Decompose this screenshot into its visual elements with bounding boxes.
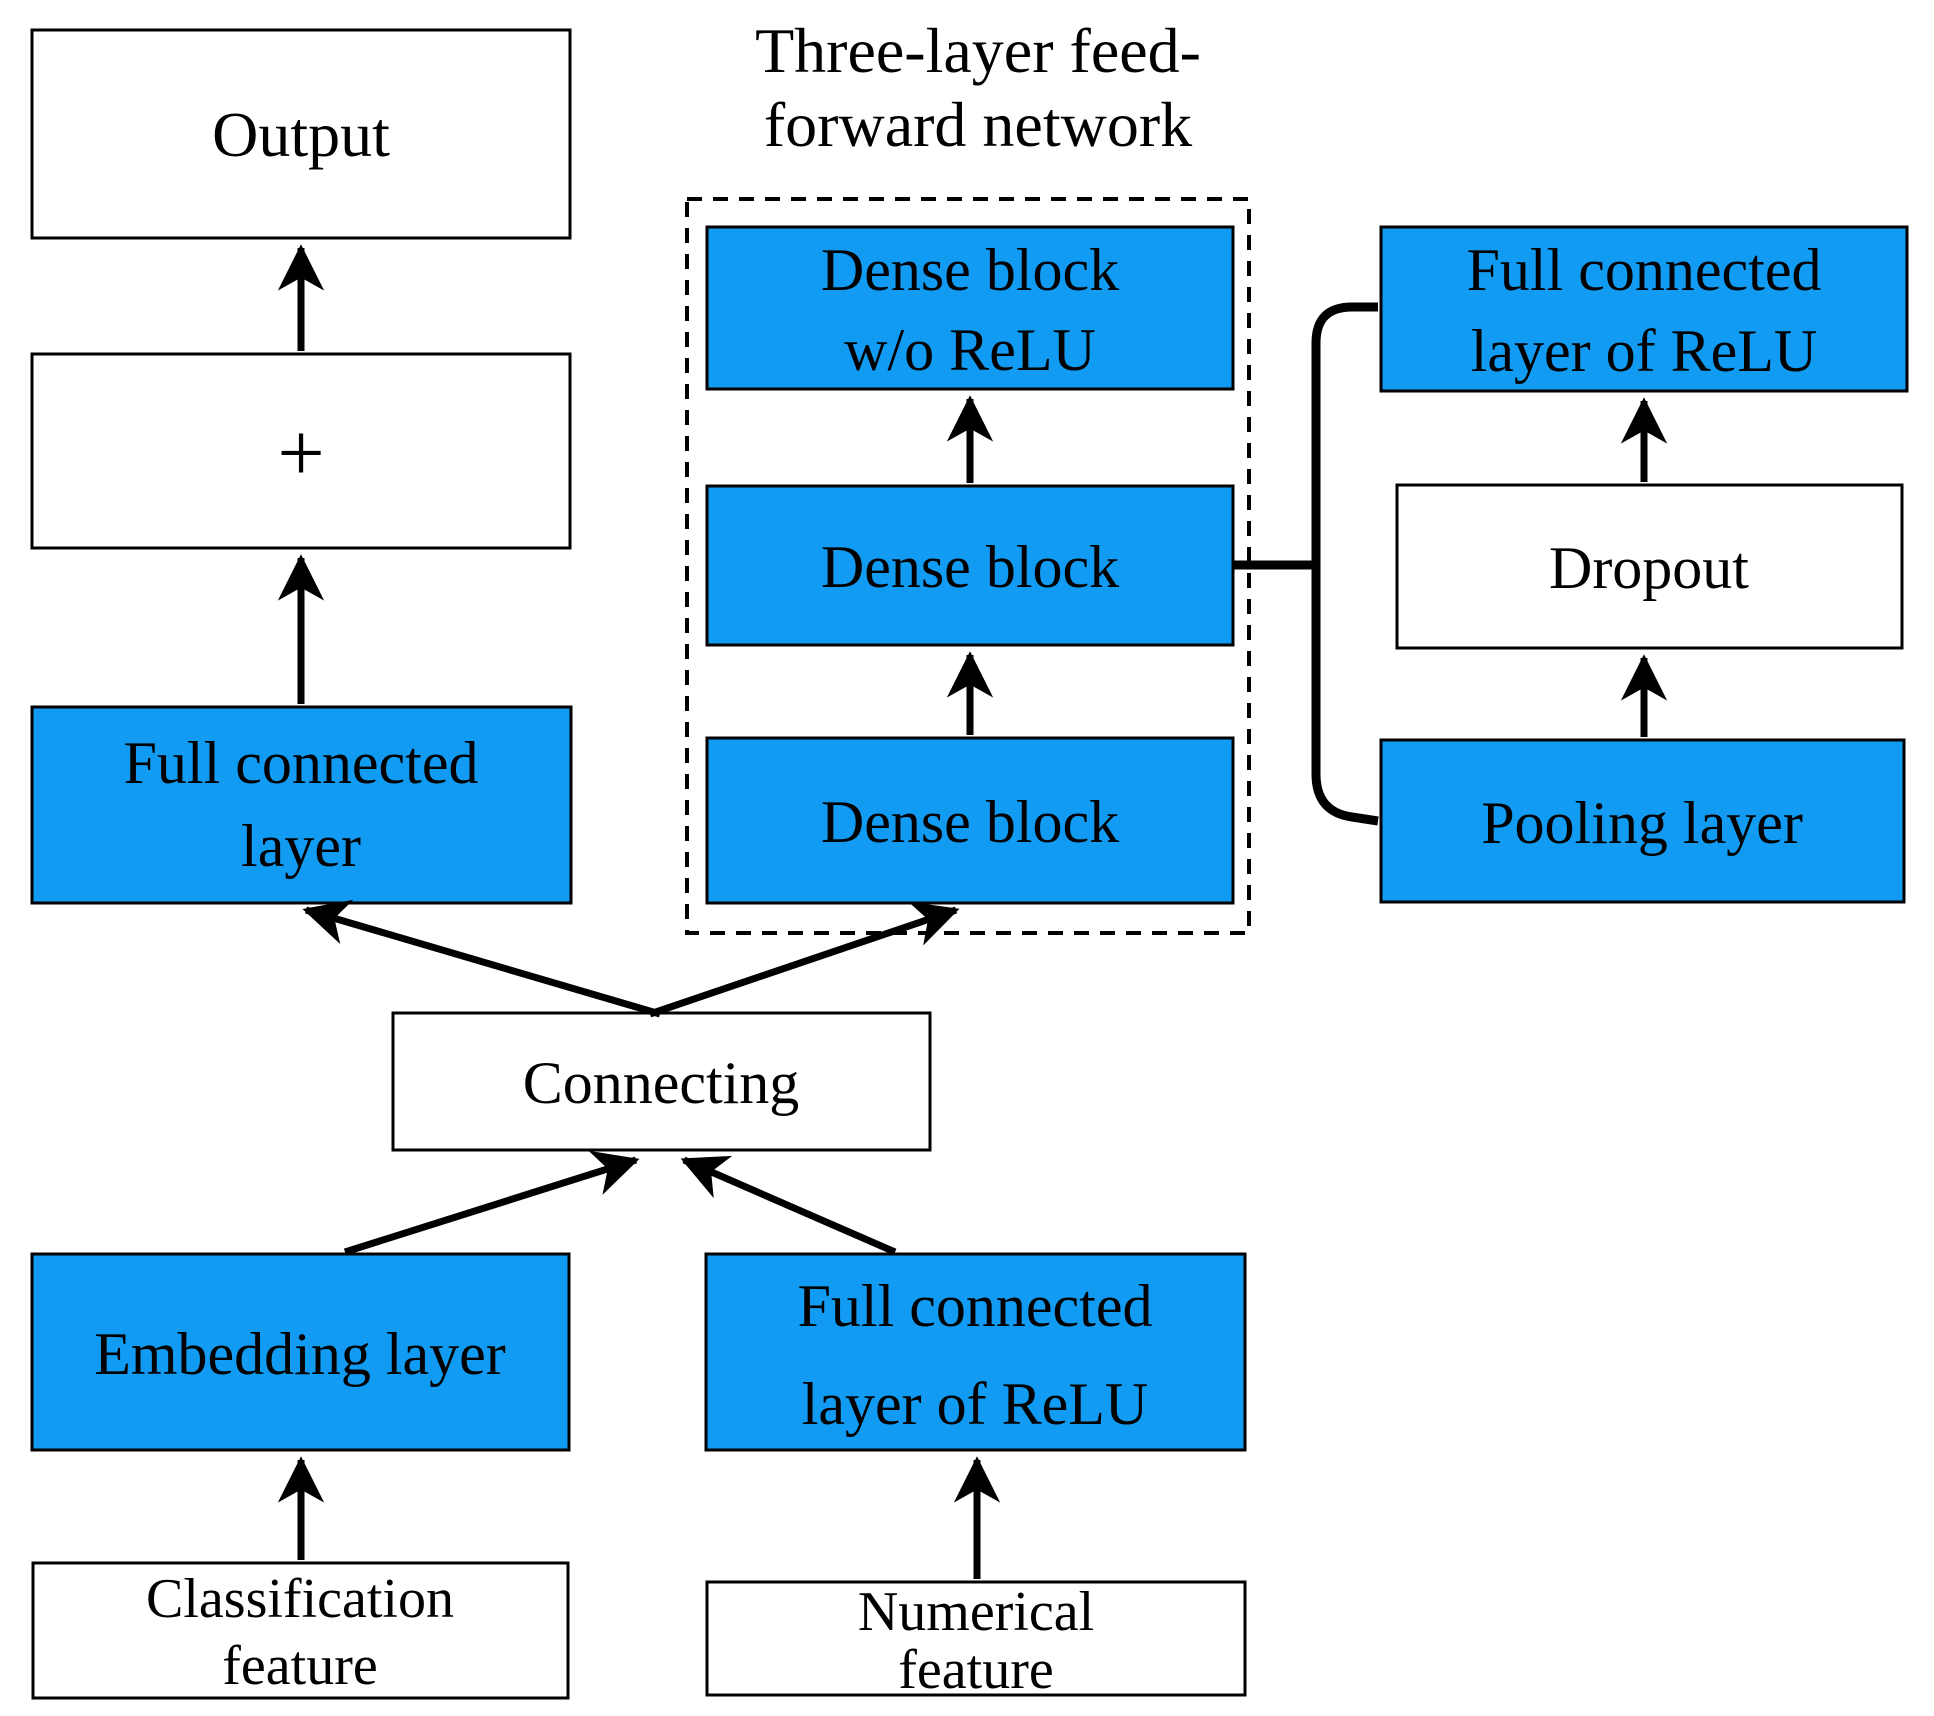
diagram-title: Three-layer feed- forward network bbox=[755, 15, 1201, 160]
dense-block-wo-relu-line1: Dense block bbox=[821, 237, 1119, 303]
classification-feature-box: Classification feature bbox=[31, 1561, 570, 1700]
numerical-feature-line2: feature bbox=[898, 1639, 1053, 1701]
embedding-layer-label: Embedding layer bbox=[94, 1321, 506, 1387]
full-connected-relu-bottom-line1: Full connected bbox=[798, 1273, 1153, 1339]
connecting-box: Connecting bbox=[391, 1011, 932, 1152]
dense-block-mid-box: Dense block bbox=[705, 484, 1235, 647]
arrow-connecting-to-fclayer bbox=[302, 899, 661, 1018]
output-box: Output bbox=[30, 28, 572, 240]
dense-block-mid-label: Dense block bbox=[821, 534, 1119, 600]
full-connected-relu-bottom-box: Full connected layer of ReLU bbox=[704, 1252, 1247, 1452]
full-connected-layer-line2: layer bbox=[241, 813, 361, 879]
full-connected-relu-bottom-line2: layer of ReLU bbox=[802, 1371, 1149, 1437]
diagram-title-line1: Three-layer feed- bbox=[755, 15, 1201, 86]
dense-block-bottom-label: Dense block bbox=[821, 789, 1119, 855]
full-connected-relu-right-line2: layer of ReLU bbox=[1471, 318, 1818, 384]
numerical-feature-box: Numerical feature bbox=[705, 1580, 1247, 1701]
arrow-embedding-to-connecting bbox=[343, 1150, 640, 1256]
pooling-layer-label: Pooling layer bbox=[1481, 790, 1803, 856]
embedding-layer-box: Embedding layer bbox=[30, 1252, 571, 1452]
classification-feature-line2: feature bbox=[222, 1635, 377, 1697]
dropout-box: Dropout bbox=[1395, 483, 1904, 650]
dense-block-bottom-box: Dense block bbox=[705, 736, 1235, 905]
pooling-layer-box: Pooling layer bbox=[1379, 738, 1906, 904]
classification-feature-line1: Classification bbox=[146, 1568, 454, 1630]
full-connected-relu-right-line1: Full connected bbox=[1467, 237, 1822, 303]
bracket-connector bbox=[1311, 302, 1379, 826]
sum-label: + bbox=[277, 407, 324, 500]
numerical-feature-line1: Numerical bbox=[858, 1581, 1094, 1643]
dense-block-wo-relu-line2: w/o ReLU bbox=[844, 317, 1096, 383]
sum-box: + bbox=[30, 352, 572, 550]
full-connected-relu-right-box: Full connected layer of ReLU bbox=[1379, 225, 1909, 393]
feed-forward-group-outline bbox=[685, 197, 1251, 935]
full-connected-layer-line1: Full connected bbox=[124, 730, 479, 796]
full-connected-layer-box: Full connected layer bbox=[30, 705, 573, 905]
diagram-title-line2: forward network bbox=[764, 89, 1192, 160]
arrow-connecting-to-densebottom bbox=[648, 901, 960, 1018]
output-label: Output bbox=[212, 99, 390, 170]
dropout-label: Dropout bbox=[1549, 535, 1749, 601]
connecting-label: Connecting bbox=[523, 1050, 800, 1116]
dense-block-wo-relu-box: Dense block w/o ReLU bbox=[705, 225, 1235, 391]
arrow-fcrelu-bottom-to-connecting bbox=[680, 1155, 897, 1256]
